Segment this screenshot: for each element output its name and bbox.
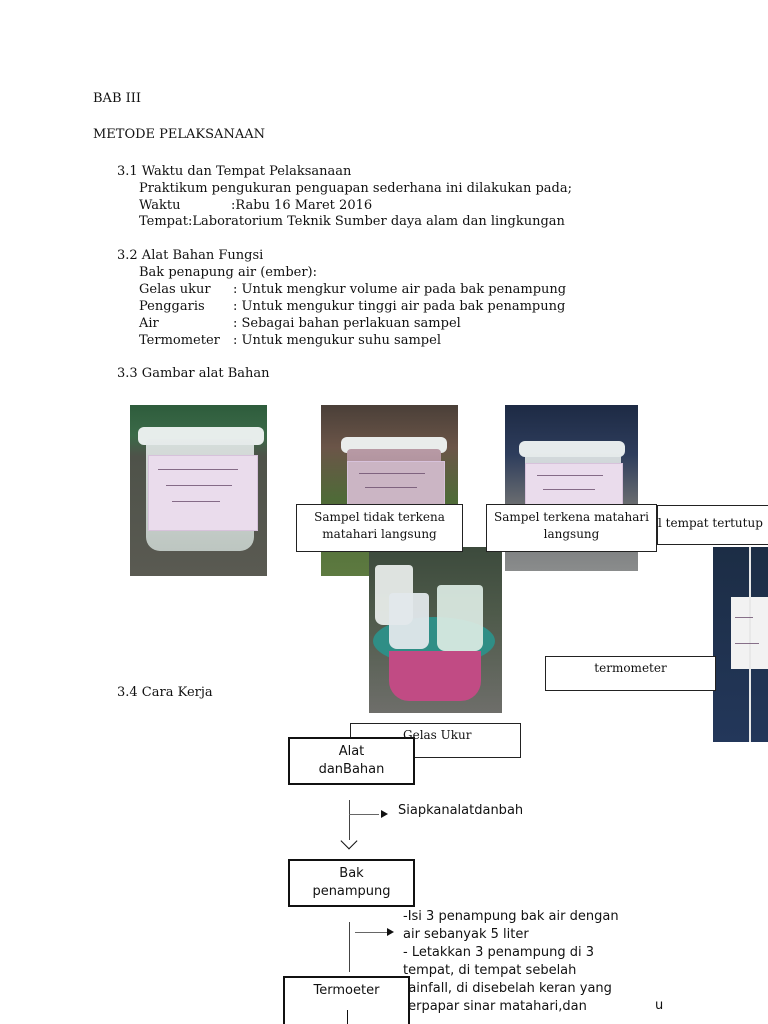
arrow-right-icon xyxy=(387,928,394,936)
flow-box-termometer: Termoeter xyxy=(283,976,410,1024)
flow-step-2: -Isi 3 penampung bak air dengan air seba… xyxy=(403,908,619,1016)
flow-box-alat-bahan: Alat danBahan xyxy=(288,737,415,785)
caption-thermometer: termometer xyxy=(545,656,716,691)
section-3-4-heading: 3.4 Cara Kerja xyxy=(117,685,213,700)
stray-text: u xyxy=(655,998,664,1013)
section-3-1-intro: Praktikum pengukuran penguapan sederhana… xyxy=(139,181,572,196)
item-name: Gelas ukur xyxy=(139,282,211,297)
flow-step-line: tempat, di tempat sebelah xyxy=(403,963,577,978)
flow-branch-line xyxy=(355,932,387,933)
tempat-text: Tempat:Laboratorium Teknik Sumber daya a… xyxy=(139,214,565,229)
waktu-label: Waktu xyxy=(139,198,181,213)
arrow-right-icon xyxy=(381,810,388,818)
chapter-title: METODE PELAKSANAAN xyxy=(93,127,265,142)
caption-covered-partial: l tempat tertutup xyxy=(657,505,768,545)
flow-box-bak-penampung: Bak penampung xyxy=(288,859,415,907)
item-name: Termometer xyxy=(139,333,220,348)
flow-step-line: rainfall, di disebelah keran yang xyxy=(403,981,612,996)
caption-text: Sampel tidak terkena matahari langsung xyxy=(314,510,445,541)
chapter-number: BAB III xyxy=(93,91,142,106)
item-name: Air xyxy=(139,316,159,331)
item-desc: : Untuk mengukur tinggi air pada bak pen… xyxy=(233,299,566,314)
flow-connector xyxy=(347,1010,348,1024)
caption-text: termometer xyxy=(594,661,667,675)
flow-step-line: terpapar sinar matahari,dan xyxy=(403,999,587,1014)
photo-bucket-covered xyxy=(130,405,267,576)
section-3-2-intro: Bak penapung air (ember): xyxy=(139,265,318,280)
flow-box-text: Termoeter xyxy=(313,983,380,998)
photo-thermometer xyxy=(713,547,768,742)
flow-box-text: Bak penampung xyxy=(312,866,391,899)
caption-text: Gelas Ukur xyxy=(403,728,472,742)
flow-box-text: Alat danBahan xyxy=(318,744,385,777)
caption-exposed: Sampel terkena matahari langsung xyxy=(486,504,657,552)
item-desc: : Untuk mengukur suhu sampel xyxy=(233,333,441,348)
item-desc: : Untuk mengkur volume air pada bak pena… xyxy=(233,282,567,297)
stool-base xyxy=(389,651,481,701)
caption-text: Sampel terkena matahari langsung xyxy=(494,510,649,541)
flow-connector xyxy=(349,800,350,840)
section-3-2-heading: 3.2 Alat Bahan Fungsi xyxy=(117,248,264,263)
flow-branch-line xyxy=(349,814,379,815)
photo-measuring-cups xyxy=(369,547,502,713)
flow-connector xyxy=(349,922,350,972)
flow-step-1: Siapkanalatdanbah xyxy=(398,803,524,818)
item-name: Penggaris xyxy=(139,299,205,314)
section-3-1-heading: 3.1 Waktu dan Tempat Pelaksanaan xyxy=(117,164,352,179)
flow-step-line: air sebanyak 5 liter xyxy=(403,927,529,942)
caption-text: l tempat tertutup xyxy=(658,516,763,530)
waktu-value: :Rabu 16 Maret 2016 xyxy=(231,198,373,213)
chevron-down-icon xyxy=(340,832,358,850)
flow-step-line: - Letakkan 3 penampung di 3 xyxy=(403,945,594,960)
section-3-3-heading: 3.3 Gambar alat Bahan xyxy=(117,366,270,381)
flow-step-line: -Isi 3 penampung bak air dengan xyxy=(403,909,619,924)
caption-not-exposed: Sampel tidak terkena matahari langsung xyxy=(296,504,463,552)
item-desc: : Sebagai bahan perlakuan sampel xyxy=(233,316,461,331)
